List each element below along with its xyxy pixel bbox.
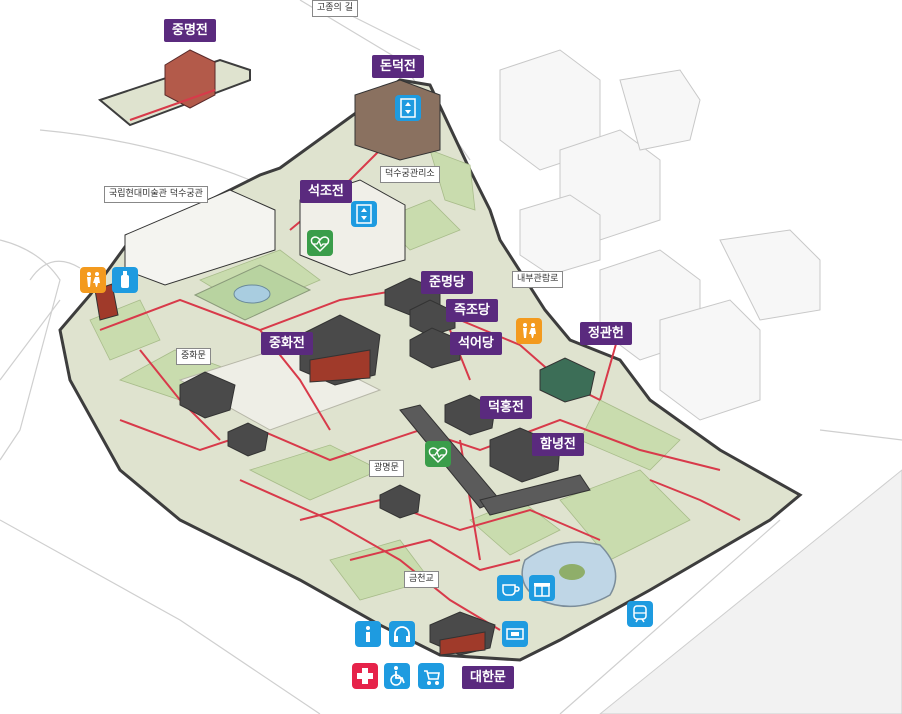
label-gojong-road: 고종의 길 bbox=[312, 0, 358, 17]
label-junmyeongdang[interactable]: 준명당 bbox=[421, 271, 473, 294]
label-junghwamun: 중화문 bbox=[176, 348, 211, 365]
pond-island bbox=[559, 564, 585, 580]
information-icon[interactable] bbox=[355, 621, 381, 647]
baby-bottle-icon[interactable] bbox=[112, 267, 138, 293]
fountain bbox=[233, 284, 271, 304]
city-buildings bbox=[499, 49, 821, 421]
restroom-icon[interactable] bbox=[516, 318, 542, 344]
jeukjodang-building bbox=[409, 299, 456, 337]
label-seogeodang[interactable]: 석어당 bbox=[450, 332, 502, 355]
wheelchair-icon[interactable] bbox=[384, 663, 410, 689]
first-aid-icon[interactable] bbox=[352, 663, 378, 689]
aed-heart-icon[interactable] bbox=[307, 230, 333, 256]
gift-icon[interactable] bbox=[529, 575, 555, 601]
stroller-icon[interactable] bbox=[418, 663, 444, 689]
label-junghwajeon[interactable]: 중화전 bbox=[261, 332, 313, 355]
label-donggeokjeon[interactable]: 돈덕전 bbox=[372, 55, 424, 78]
label-jeukjodang[interactable]: 즉조당 bbox=[446, 299, 498, 322]
junghwamun-building bbox=[179, 371, 236, 419]
ticket-icon[interactable] bbox=[502, 621, 528, 647]
audio-guide-icon[interactable] bbox=[389, 621, 415, 647]
elevator-icon[interactable] bbox=[351, 201, 377, 227]
aed-heart-icon[interactable] bbox=[425, 441, 451, 467]
label-gwangmyeongmun: 광명문 bbox=[369, 460, 404, 477]
label-hamnyeongjeon[interactable]: 함녕전 bbox=[532, 433, 584, 456]
label-daehanmun[interactable]: 대한문 bbox=[462, 666, 514, 689]
label-naebu: 내부관람로 bbox=[512, 271, 564, 288]
elevator-icon[interactable] bbox=[395, 95, 421, 121]
gwangmyeongmun-building bbox=[379, 484, 421, 519]
label-deokhongjeon[interactable]: 덕홍전 bbox=[480, 396, 532, 419]
road-area bbox=[599, 469, 902, 714]
label-geumcheongyo: 금천교 bbox=[404, 571, 439, 588]
jeonggwanheon-building bbox=[539, 357, 596, 403]
label-seokjojeon[interactable]: 석조전 bbox=[300, 180, 352, 203]
restroom-icon[interactable] bbox=[80, 267, 106, 293]
palace-buildings bbox=[94, 79, 596, 656]
seogeodang-building bbox=[409, 327, 461, 369]
label-office: 덕수궁관리소 bbox=[380, 166, 440, 183]
coffee-icon[interactable] bbox=[497, 575, 523, 601]
subway-icon[interactable] bbox=[627, 601, 653, 627]
label-mmca: 국립현대미술관 덕수궁관 bbox=[104, 186, 208, 203]
label-jeonggwanheon[interactable]: 정관헌 bbox=[580, 322, 632, 345]
label-jungmyeongjeon[interactable]: 중명전 bbox=[164, 19, 216, 42]
